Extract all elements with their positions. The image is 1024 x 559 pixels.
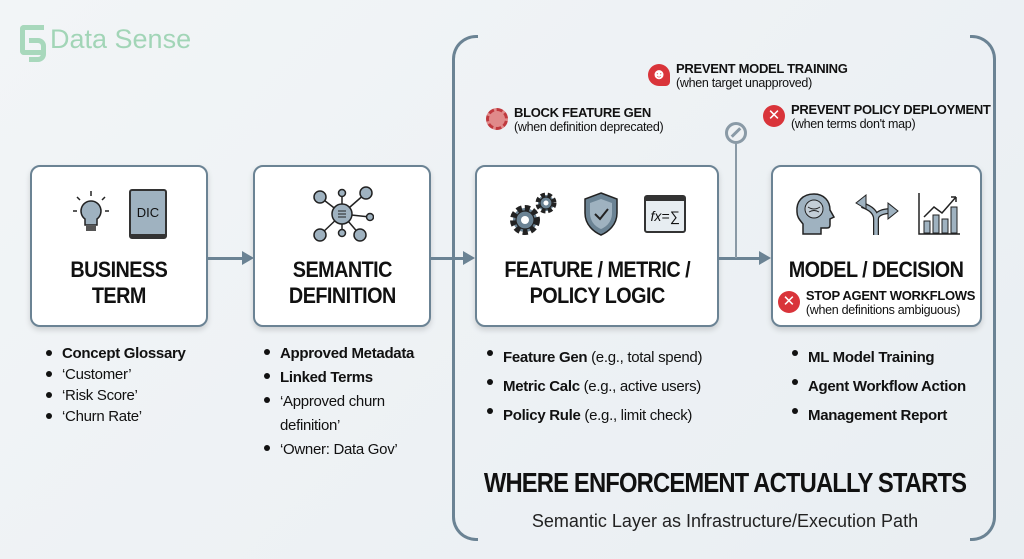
- item-example: (e.g., limit check): [580, 407, 693, 424]
- item-label: Policy Rule: [503, 407, 581, 424]
- list-item: Linked Terms: [262, 366, 427, 390]
- logo-text: Data Sense: [50, 24, 192, 54]
- shield-check-icon: [584, 192, 618, 236]
- blocked-gear-icon: [486, 108, 508, 130]
- business-term-list: Concept Glossary ‘Customer’ ‘Risk Score’…: [44, 343, 186, 427]
- formula-icon: fx=∑: [644, 195, 686, 233]
- list-item: Approved Metadata: [262, 342, 427, 366]
- block-feature-gen-warning: BLOCK FEATURE GEN(when definition deprec…: [486, 105, 664, 134]
- stop-agent-warning: ✕ STOP AGENT WORKFLOWS(when definitions …: [777, 288, 976, 317]
- dictionary-icon: DIC: [129, 189, 167, 239]
- warning-subtitle: (when target unapproved): [676, 76, 812, 90]
- subtitle: Semantic Layer as Infrastructure/Executi…: [531, 511, 919, 531]
- item-example: (e.g., total spend): [587, 349, 703, 366]
- gate-pole: [735, 142, 737, 258]
- warning-subtitle: (when definitions ambiguous): [805, 303, 961, 317]
- flow-arrow: [431, 251, 475, 265]
- gate-block-icon: [725, 122, 747, 144]
- list-item: Policy Rule (e.g., limit check): [485, 401, 702, 430]
- title-line: DEFINITION: [288, 283, 396, 308]
- warning-subtitle: (when terms don't map): [791, 117, 916, 131]
- gears-icon: [510, 192, 557, 235]
- brain-head-icon: [795, 193, 835, 235]
- title-line: FEATURE / METRIC /: [504, 257, 690, 282]
- dictionary-label: DIC: [136, 205, 160, 220]
- warning-title: PREVENT POLICY DEPLOYMENT: [791, 102, 991, 117]
- warning-title: BLOCK FEATURE GEN: [514, 105, 651, 120]
- network-icon: [313, 186, 374, 242]
- title-line: TERM: [92, 283, 146, 308]
- lightbulb-icon: [73, 191, 109, 231]
- formula-label: fx=∑: [650, 208, 680, 224]
- box-title: FEATURE / METRIC /POLICY LOGIC: [504, 257, 690, 309]
- item-example: (e.g., active users): [579, 378, 702, 395]
- prevent-model-training-warning: ☻ PREVENT MODEL TRAINING(when target una…: [648, 62, 848, 90]
- list-item: Agent Workflow Action: [790, 372, 966, 401]
- item-label: Feature Gen: [503, 349, 588, 366]
- list-item: ‘Customer’: [44, 364, 186, 385]
- list-item: Feature Gen (e.g., total spend): [485, 343, 702, 372]
- box-title: MODEL / DECISION: [789, 257, 964, 282]
- item-label: Metric Calc: [503, 378, 580, 395]
- bar-chart-icon: [917, 193, 960, 235]
- warning-title: PREVENT MODEL TRAINING: [676, 61, 848, 76]
- logo: Data Sense: [20, 24, 192, 62]
- title-line: SEMANTIC: [292, 257, 392, 282]
- title-line: POLICY LOGIC: [529, 283, 665, 308]
- list-item: Metric Calc (e.g., active users): [485, 372, 702, 401]
- prevent-policy-deployment-warning: ✕ PREVENT POLICY DEPLOYMENT(when terms d…: [763, 103, 991, 131]
- model-decision-list: ML Model Training Agent Workflow Action …: [790, 343, 966, 430]
- headline: WHERE ENFORCEMENT ACTUALLY STARTS: [483, 467, 967, 498]
- list-item: ‘Owner: Data Gov’: [262, 438, 427, 462]
- flow-arrow: [719, 251, 771, 265]
- list-item: ‘Approved churn definition’: [262, 390, 427, 438]
- red-brain-icon: ☻: [648, 64, 670, 86]
- list-item: ML Model Training: [790, 343, 966, 372]
- list-item: ‘Risk Score’: [44, 385, 186, 406]
- flow-arrow: [208, 251, 254, 265]
- semantic-definition-list: Approved Metadata Linked Terms ‘Approved…: [262, 342, 427, 462]
- error-x-icon: ✕: [777, 291, 800, 313]
- feature-metric-policy-list: Feature Gen (e.g., total spend) Metric C…: [485, 343, 702, 430]
- model-decision-box: MODEL / DECISION ✕ STOP AGENT WORKFLOWS(…: [771, 165, 982, 327]
- feature-metric-policy-box: fx=∑ FEATURE / METRIC /POLICY LOGIC: [475, 165, 719, 327]
- warning-subtitle: (when definition deprecated): [514, 120, 664, 134]
- list-item: Management Report: [790, 401, 966, 430]
- error-x-icon: ✕: [763, 105, 785, 127]
- logo-mark-icon: [20, 24, 46, 62]
- fork-arrow-icon: [854, 193, 899, 235]
- warning-title: STOP AGENT WORKFLOWS: [805, 288, 976, 303]
- list-item: ‘Churn Rate’: [44, 406, 186, 427]
- list-item: Concept Glossary: [44, 343, 186, 364]
- title-line: BUSINESS: [70, 257, 168, 282]
